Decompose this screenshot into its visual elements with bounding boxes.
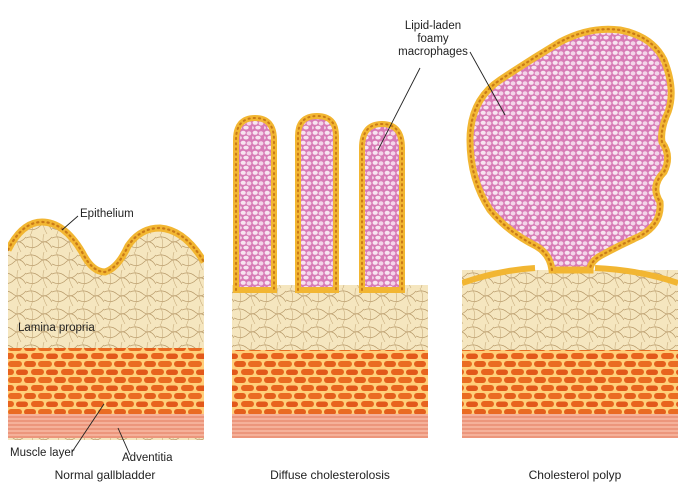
adventitia-label: Adventitia: [122, 452, 173, 465]
diffuse-muscle-layer: [232, 350, 428, 414]
diffuse-villus-1: [236, 118, 274, 290]
caption-normal-gallbladder: Normal gallbladder: [30, 468, 180, 482]
panel-polyp: [462, 29, 678, 438]
diffuse-adventitia: [232, 414, 428, 438]
muscle-layer-label: Muscle layer: [10, 447, 75, 460]
caption-diffuse-cholesterolosis: Diffuse cholesterolosis: [240, 468, 420, 482]
epithelium-label: Epithelium: [80, 208, 134, 221]
polyp-muscle-layer: [462, 350, 678, 414]
macrophages-label-line-2: foamy: [388, 33, 478, 46]
macrophages-label: Lipid-laden foamy macrophages: [388, 20, 478, 59]
diffuse-villus-3: [362, 124, 402, 290]
normal-adventitia: [8, 414, 204, 438]
diffuse-lamina-propria: [232, 285, 428, 350]
polyp-lamina-propria: [462, 270, 678, 350]
lamina-propria-label: Lamina propria: [18, 322, 95, 335]
diffuse-villus-2: [298, 116, 336, 290]
macrophages-label-line-1: Lipid-laden: [388, 20, 478, 33]
macrophages-label-line-3: macrophages: [388, 46, 478, 59]
polyp-adventitia: [462, 414, 678, 438]
panel-diffuse: [232, 116, 428, 438]
caption-cholesterol-polyp: Cholesterol polyp: [500, 468, 650, 482]
normal-muscle-layer: [8, 348, 204, 414]
epithelium-leader: [62, 216, 78, 230]
polyp-body: [470, 29, 671, 270]
